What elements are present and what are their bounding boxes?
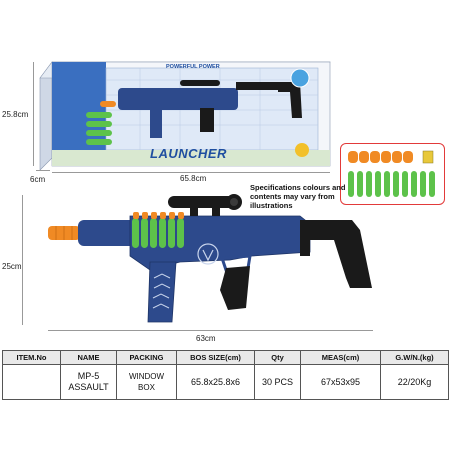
table-row: MP-5 ASSAULT WINDOW BOX 65.8x25.8x6 30 P… bbox=[2, 364, 449, 400]
callout-darts-image bbox=[348, 150, 435, 197]
box-depth-line bbox=[36, 170, 50, 171]
gun-image bbox=[48, 194, 372, 323]
box-brand: LAUNCHER bbox=[150, 146, 227, 161]
gun-length-label: 63cm bbox=[196, 334, 216, 343]
cell-packing-line2: BOX bbox=[138, 383, 155, 392]
box-height-line bbox=[33, 62, 34, 166]
cell-box-size: 65.8x25.8x6 bbox=[176, 364, 255, 400]
box-gun bbox=[118, 80, 302, 138]
gun-stock bbox=[300, 220, 372, 288]
gun-grip bbox=[220, 266, 250, 310]
box-depth-label: 6cm bbox=[30, 175, 46, 184]
gun-length-line bbox=[48, 330, 373, 331]
header-packing: PACKING bbox=[116, 350, 177, 365]
box-height-label: 25.8cm bbox=[2, 110, 29, 119]
box-length-line bbox=[52, 172, 330, 173]
cell-name-line1: MP-5 bbox=[77, 371, 100, 381]
cell-weight: 22/20Kg bbox=[380, 364, 449, 400]
cell-item-no bbox=[2, 364, 61, 400]
gun-magazine bbox=[147, 261, 177, 323]
cell-packing-line1: WINDOW bbox=[128, 372, 165, 381]
header-qty: Qty bbox=[254, 350, 301, 365]
header-name: NAME bbox=[60, 350, 117, 365]
header-item-no: ITEM.No bbox=[2, 350, 61, 365]
gun-height-line bbox=[22, 195, 23, 325]
box-tagline: POWERFUL POWER bbox=[166, 64, 220, 70]
cell-name-line2: ASSAULT bbox=[68, 382, 109, 392]
header-weight: G.W/N.(kg) bbox=[380, 350, 449, 365]
window-box-image bbox=[39, 61, 331, 171]
cell-qty: 30 PCS bbox=[254, 364, 301, 400]
disclaimer-note: Specifications colours and contents may … bbox=[250, 183, 346, 210]
box-darts bbox=[86, 101, 116, 145]
box-length-label: 65.8cm bbox=[180, 174, 207, 183]
gun-height-label: 25cm bbox=[2, 262, 22, 271]
spec-table: ITEM.No NAME PACKING BOS SIZE(cm) Qty ME… bbox=[2, 350, 449, 400]
cell-name: MP-5 ASSAULT bbox=[60, 364, 117, 400]
gun-darts bbox=[132, 218, 184, 248]
cell-meas: 67x53x95 bbox=[300, 364, 381, 400]
gun-scope bbox=[168, 196, 236, 208]
spec-header-row: ITEM.No NAME PACKING BOS SIZE(cm) Qty ME… bbox=[2, 350, 449, 365]
header-box-size: BOS SIZE(cm) bbox=[176, 350, 255, 365]
header-meas: MEAS(cm) bbox=[300, 350, 381, 365]
cell-packing: WINDOW BOX bbox=[116, 364, 177, 400]
